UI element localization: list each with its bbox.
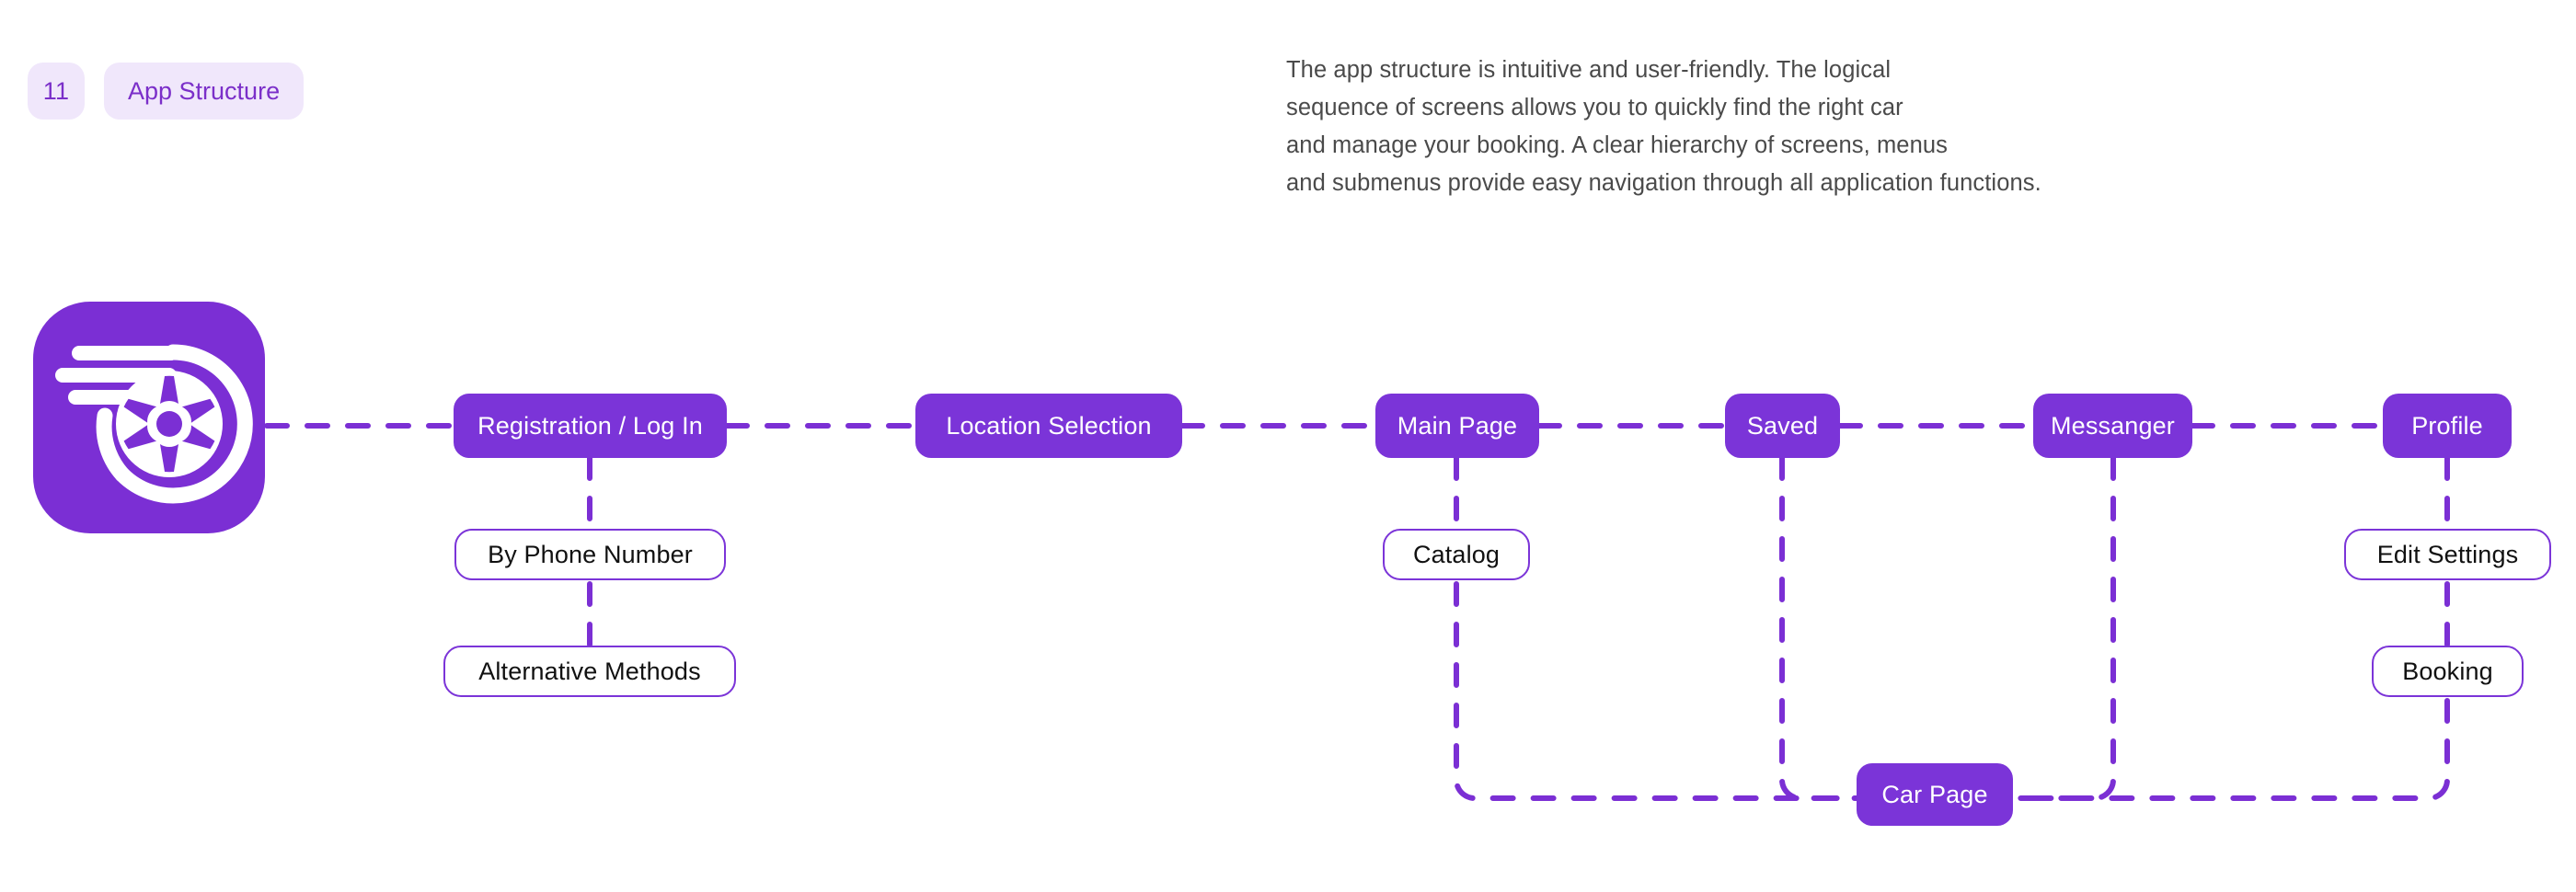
node-registration-label: Registration / Log In — [477, 411, 703, 440]
node-profile-label: Profile — [2411, 411, 2483, 440]
node-alternative-methods[interactable]: Alternative Methods — [443, 646, 736, 697]
node-car-page[interactable]: Car Page — [1857, 763, 2013, 826]
node-by-phone-number-label: By Phone Number — [488, 540, 693, 568]
node-edit-settings-label: Edit Settings — [2376, 540, 2519, 568]
node-booking-label: Booking — [2402, 657, 2493, 685]
node-alternative-methods-label: Alternative Methods — [478, 657, 701, 685]
description-line-3: and manage your booking. A clear hierarc… — [1286, 132, 1948, 158]
link-booking-carpage — [2010, 698, 2450, 801]
description-line-4: and submenus provide easy navigation thr… — [1286, 170, 2041, 196]
node-messanger-label: Messanger — [2051, 411, 2175, 440]
app-logo — [33, 302, 265, 533]
node-main-page[interactable]: Main Page — [1375, 394, 1539, 458]
description-line-2: sequence of screens allows you to quickl… — [1286, 95, 1903, 120]
node-by-phone-number[interactable]: By Phone Number — [454, 529, 726, 580]
tire-wheel-speed-icon — [55, 344, 253, 504]
node-messanger[interactable]: Messanger — [2033, 394, 2192, 458]
description-text: The app structure is intuitive and user-… — [1286, 51, 2298, 202]
link-messanger-carpage — [2010, 455, 2116, 801]
node-main-page-label: Main Page — [1397, 411, 1518, 440]
node-car-page-label: Car Page — [1881, 780, 1988, 808]
link-catalog-carpage — [1454, 581, 1859, 801]
node-location-selection-label: Location Selection — [946, 411, 1152, 440]
node-registration[interactable]: Registration / Log In — [454, 394, 727, 458]
slide-number-badge: 11 — [28, 63, 85, 120]
description-line-1: The app structure is intuitive and user-… — [1286, 57, 1892, 83]
header: 11 App Structure The app structure is in… — [0, 0, 2576, 239]
link-saved-carpage — [1779, 455, 1859, 801]
node-location-selection[interactable]: Location Selection — [915, 394, 1182, 458]
node-saved-label: Saved — [1746, 411, 1819, 440]
node-profile[interactable]: Profile — [2383, 394, 2512, 458]
node-booking[interactable]: Booking — [2372, 646, 2524, 697]
node-edit-settings[interactable]: Edit Settings — [2344, 529, 2551, 580]
node-saved[interactable]: Saved — [1725, 394, 1840, 458]
node-catalog[interactable]: Catalog — [1383, 529, 1530, 580]
node-catalog-label: Catalog — [1412, 540, 1501, 568]
page-title: App Structure — [104, 63, 305, 120]
